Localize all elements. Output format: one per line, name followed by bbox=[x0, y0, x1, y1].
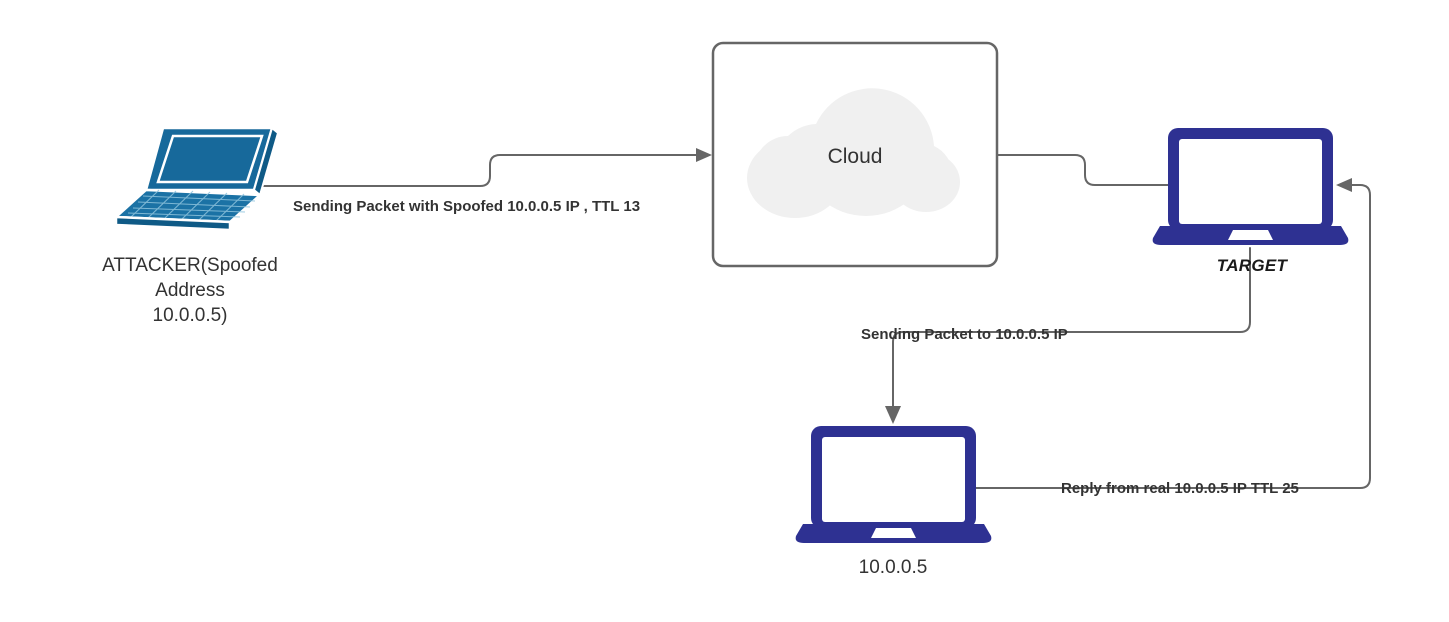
laptop-front-icon bbox=[1152, 128, 1349, 245]
target-label: TARGET bbox=[1217, 256, 1289, 275]
edge-victim-to-target-reply: Reply from real 10.0.0.5 IP TTL 25 bbox=[974, 178, 1371, 497]
node-cloud-box[interactable]: Cloud bbox=[711, 41, 999, 268]
edge-cloud-to-target bbox=[997, 154, 1169, 186]
attacker-label-line-2: Address bbox=[155, 280, 225, 301]
edge-target-to-victim-label: Sending Packet to 10.0.0.5 IP bbox=[861, 326, 1068, 343]
edge-attacker-to-cloud-line bbox=[261, 154, 707, 187]
attacker-label-line-1: ATTACKER(Spoofed bbox=[102, 255, 278, 276]
edge-target-to-victim-line bbox=[892, 247, 1251, 417]
cloud-box-label: Cloud bbox=[828, 145, 883, 168]
node-victim[interactable]: 10.0.0.5 bbox=[795, 426, 992, 578]
cloud-icon bbox=[747, 88, 960, 218]
laptop-front-icon bbox=[795, 426, 992, 543]
edge-cloud-to-target-line bbox=[997, 154, 1169, 186]
node-attacker[interactable]: ATTACKER(Spoofed Address 10.0.0.5) bbox=[102, 126, 280, 326]
victim-label: 10.0.0.5 bbox=[859, 557, 928, 578]
attacker-label-line-3: 10.0.0.5) bbox=[153, 305, 228, 326]
edge-target-to-victim-arrowhead bbox=[885, 406, 901, 424]
edge-victim-to-target-reply-arrowhead bbox=[1336, 178, 1352, 192]
node-target[interactable]: TARGET bbox=[1152, 128, 1349, 275]
laptop-isometric-icon bbox=[112, 126, 280, 232]
edge-victim-to-target-reply-line bbox=[974, 184, 1371, 489]
edge-victim-to-target-reply-label: Reply from real 10.0.0.5 IP TTL 25 bbox=[1061, 480, 1299, 497]
edge-target-to-victim: Sending Packet to 10.0.0.5 IP bbox=[861, 247, 1251, 424]
edge-attacker-to-cloud: Sending Packet with Spoofed 10.0.0.5 IP … bbox=[261, 148, 712, 215]
edge-attacker-to-cloud-arrowhead bbox=[696, 148, 712, 162]
edge-attacker-to-cloud-label: Sending Packet with Spoofed 10.0.0.5 IP … bbox=[293, 198, 640, 215]
